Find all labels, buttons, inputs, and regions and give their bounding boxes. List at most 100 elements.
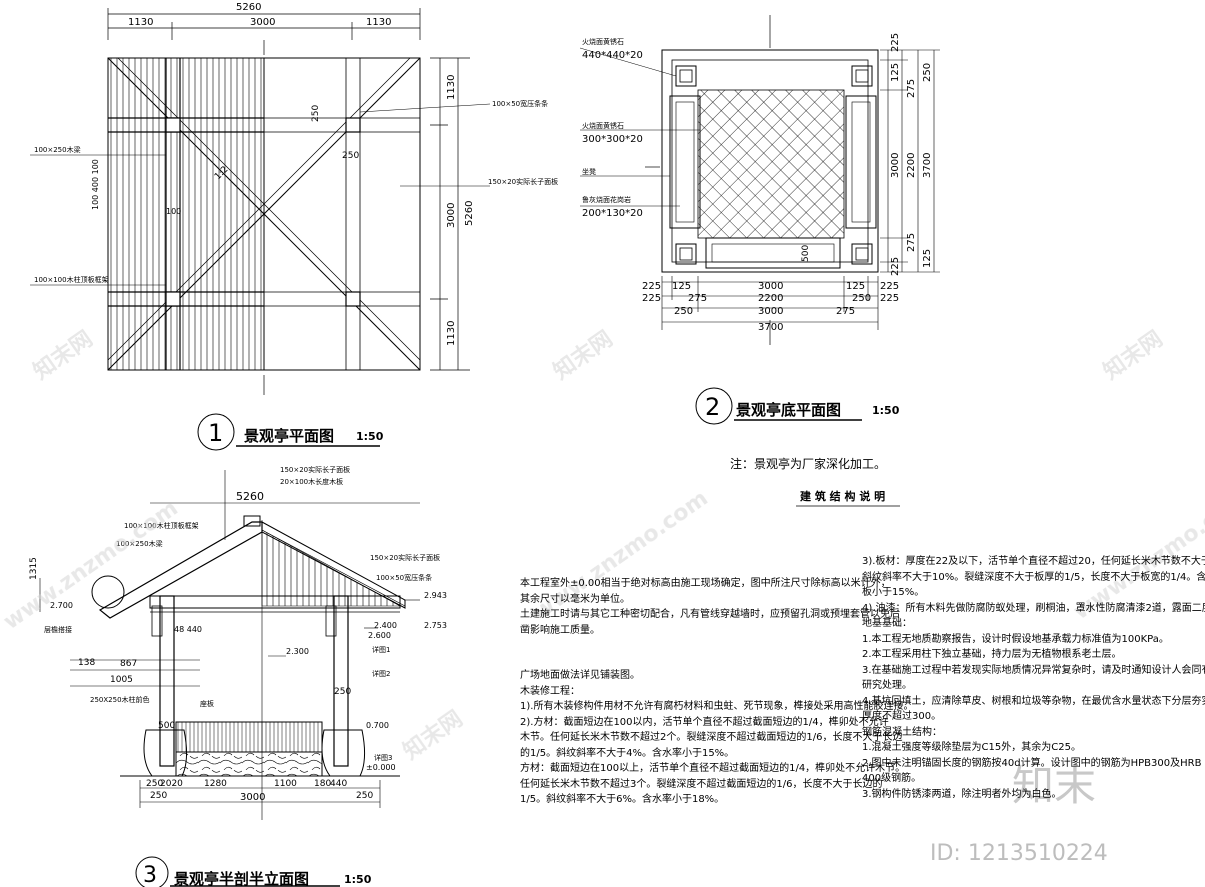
plan1-dim-left: 1130 [128,17,153,28]
sec3-d250: 250 [334,687,351,697]
sec3-number: 3 [143,863,157,887]
sec3-e2600: 2.600 [368,631,391,640]
spec-c2-l7: 3.在基础施工过程中若发现实际地质情况异常复杂时，请及时通知设计人会同有关单位 [862,664,1205,676]
plan2-title: 景观亭底平面图 [736,401,841,419]
plan1-col-dim-a: 250 [311,105,321,122]
plan2-rdim-1: 125 [890,63,901,82]
plan1-dim-mid: 3000 [250,17,275,28]
plan2-b1-3: 125 [846,281,865,292]
sec3-batten-r: 100×50宽压条条 [376,573,432,582]
plan2-label-stone1-size: 440*440*20 [582,50,643,61]
plan1-col-dim-b: 250 [342,151,359,161]
sec3-col250: 250X250木柱前色 [90,695,150,704]
sec3-d1315: 1315 [29,557,39,580]
spec-c1-l12: 方材：截面短边在100以上，活节单个直径不超过截面短边的1/4，榫卯处不允许木节… [520,763,906,774]
spec-c1-l2: 土建施工时请与其它工种密切配合，凡有管线穿越墙时，应预留孔洞或预埋套管以免后 [520,609,900,620]
sec3-e2400: 2.400 [374,621,397,630]
plan1-label-d100: 100 400 100 [91,159,100,210]
sec3-d867: 867 [120,659,137,669]
sec3-d138: 138 [78,658,95,668]
sec3-d500: 500 [158,721,175,731]
plan1-label-batten: 100×50宽压条条 [492,99,548,108]
watermark-3: 知末网 [1099,326,1168,385]
plan2-b2-3: 250 [852,293,871,304]
sec3-col-frame: 100×100木柱顶板框架 [124,521,199,530]
spec-c1-l1: 其余尺寸以毫米为单位。 [520,593,630,605]
sec3-board-r: 150×20实际长子面板 [370,553,440,562]
plan1-scale: 1:50 [356,430,384,443]
plan2-b2-4: 225 [880,293,899,304]
spec-c2-l15: 3.钢构件防锈漆两道，除注明者外均为白色。 [862,788,1062,800]
sec3-board-top: 150×20实际长子面板 [280,465,350,474]
plan2-label-stone3: 鲁灰烧面花岗岩 [582,195,631,204]
plan1-dim-top-h: 1130 [446,75,457,100]
spec-col-2: 3).板材：厚度在22及以下，活节单个直径不超过20，任何延长米木节数不大于2个… [862,554,1205,802]
factory-note: 注：景观亭为厂家深化加工。 [730,456,886,471]
plan1-label-column: 100×100木柱顶板框架 [34,275,109,284]
sec3-e2300: 2.300 [286,647,309,656]
plan2-b3-0: 250 [674,306,693,317]
watermark-1: 知末网 [29,326,98,385]
sec3-detail1: 详图1 [372,645,390,654]
sec3-detail3: 详图3 [374,753,392,762]
plan2-scale: 1:50 [872,404,900,417]
sec3-d1005: 1005 [110,675,133,685]
sec3-e2700: 2.700 [50,601,73,610]
logo-watermark: 知末 [1012,761,1096,810]
spec-c2-l9: 4.基坑回填土，应清除草皮、树根和垃圾等杂物，在最优含水量状态下分层夯实，每层虚… [862,695,1205,707]
plan2-b1-1: 125 [672,281,691,292]
plan2-rdim-8: 225 [890,257,901,276]
spec-c2-l6: 2.本工程采用柱下独立基础，持力层为无植物根系老土层。 [862,649,1122,660]
sec3-seat-l: 座板 [200,699,214,708]
plan2-rdim-6: 275 [906,233,917,252]
spec-c2-l12: 1.混凝土强度等级除垫层为C15外，其余为C25。 [862,742,1081,753]
plan2-label-stone3-size: 200*130*20 [582,208,643,219]
sec3-bot-1: 2020 [160,779,183,789]
spec-c2-l11: 钢筋混凝土结构： [862,726,942,738]
sec3-e2753: 2.753 [424,621,447,630]
sec3-bot-4: 180 [314,779,331,789]
plan2-number: 2 [705,393,720,421]
watermark-4: www.znzmo.com [0,496,183,635]
sec3-e2943: 2.943 [424,591,447,600]
plan1-label-d100b: 100 [166,207,181,216]
sec3-bot-5: 440 [330,779,347,789]
sec3-d5260: 5260 [236,490,264,503]
sec3-bot-3: 1100 [274,779,297,789]
spec-c2-l1: 斜纹斜率不大于10%。裂缝深度不大于板厚的1/5，长度不大于板宽的1/4。含水率 [862,571,1205,583]
spec-c1-l4 [520,638,913,653]
plan2-b2-2: 2200 [758,293,783,304]
plan1-label-board: 150×20实际长子面板 [488,177,558,186]
plan1-dim-mid-h: 3000 [446,203,457,228]
plan2-label-stone2-size: 300*300*20 [582,134,643,145]
spec-title: 建 筑 结 构 说 明 [800,489,885,503]
sec3-detail2: 详图2 [372,669,390,678]
plan2-rdim-0: 225 [890,33,901,52]
plan2-b1-2: 3000 [758,281,783,292]
plan2-label-stone2: 火烧面黄锈石 [582,121,624,130]
spec-c1-l5 [520,653,913,668]
plan2-b4: 3700 [758,322,783,333]
spec-c2-l8: 研究处理。 [862,680,912,691]
sec3-bot-2: 1280 [204,779,227,789]
plan1-title: 景观亭平面图 [244,427,334,445]
plan2-seat-dim: 500 [801,245,811,262]
spec-c2-l13: 2.图中未注明锚固长度的钢筋按40d计算。设计图中的钢筋为HPB300及HRB [862,757,1202,769]
spec-c2-l3: 4).油漆：所有木料先做防腐防蚁处理，刷桐油，罩水性防腐清漆2道，露面二度清漆。 [862,602,1205,614]
spec-c1-l6: 广场地面做法详见铺装图。 [520,670,640,681]
plan2-label-stone1: 火烧面黄锈石 [582,37,624,46]
plan1-dim-right: 1130 [366,17,391,28]
spec-c1-l11: 的1/5。斜纹斜率不大于4%。含水率小于15%。 [520,747,735,759]
sec3-bot-0b: 250 [150,791,167,801]
plan2-b3-1: 3000 [758,306,783,317]
sec3-d4840: 48 440 [174,625,202,634]
sec3-title: 景观亭半剖半立面图 [174,870,309,887]
plan2-b1-0: 225 [642,281,661,292]
section-3-elevation [39,470,420,887]
spec-c1-l3: 凿影响施工质量。 [520,624,600,636]
sec3-d3000: 3000 [240,792,265,803]
sec3-e0000: ±0.000 [366,763,396,772]
plan1-dim-total-w: 5260 [236,2,261,13]
sec3-scale: 1:50 [344,873,372,886]
